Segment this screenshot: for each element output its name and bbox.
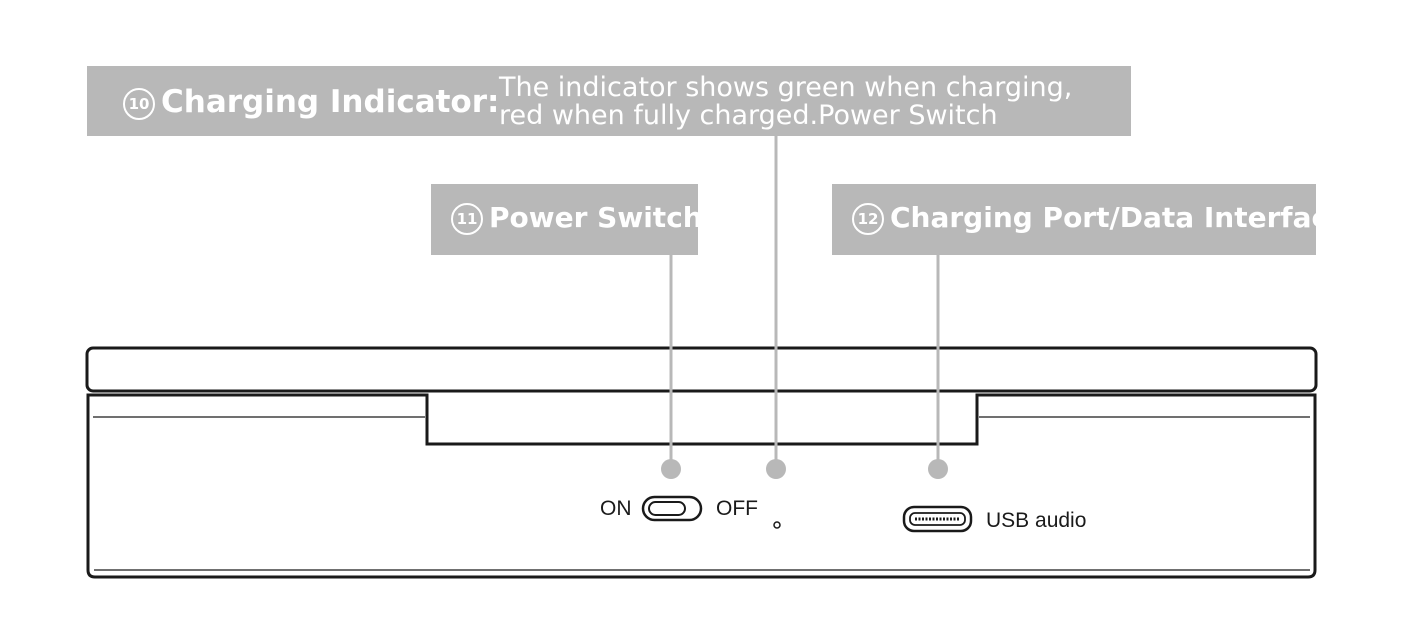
callout-power-switch-title: Power Switch (489, 201, 703, 234)
callout-number-11: 11 (451, 203, 483, 235)
callout-number-10: 10 (123, 87, 155, 120)
usb-audio-label: USB audio (986, 509, 1087, 532)
power-switch-off-label: OFF (716, 497, 758, 520)
usb-c-port-inner (909, 512, 966, 526)
callout-description-line-2: red when fully charged.Power Switch (499, 100, 998, 131)
leader-dot-power-switch (661, 459, 681, 479)
callout-charging-indicator-title: Charging Indicator: (161, 84, 500, 120)
leader-dot-charging-port (928, 459, 948, 479)
power-switch-on-label: ON (600, 497, 632, 520)
power-switch-slider[interactable] (641, 495, 703, 522)
callout-description-line-1: The indicator shows green when charging, (499, 72, 1073, 103)
callout-number-12: 12 (852, 203, 884, 235)
device-top-plate (85, 346, 1318, 393)
power-switch-knob (648, 501, 686, 516)
device-body (86, 393, 1317, 579)
usb-c-port[interactable] (902, 505, 973, 533)
callout-charging-port-title: Charging Port/Data Interface (890, 201, 1348, 234)
leader-dot-charging-indicator (766, 459, 786, 479)
charging-indicator-led (773, 521, 781, 529)
callout-charging-indicator-description: The indicator shows green when charging,… (499, 74, 1072, 130)
